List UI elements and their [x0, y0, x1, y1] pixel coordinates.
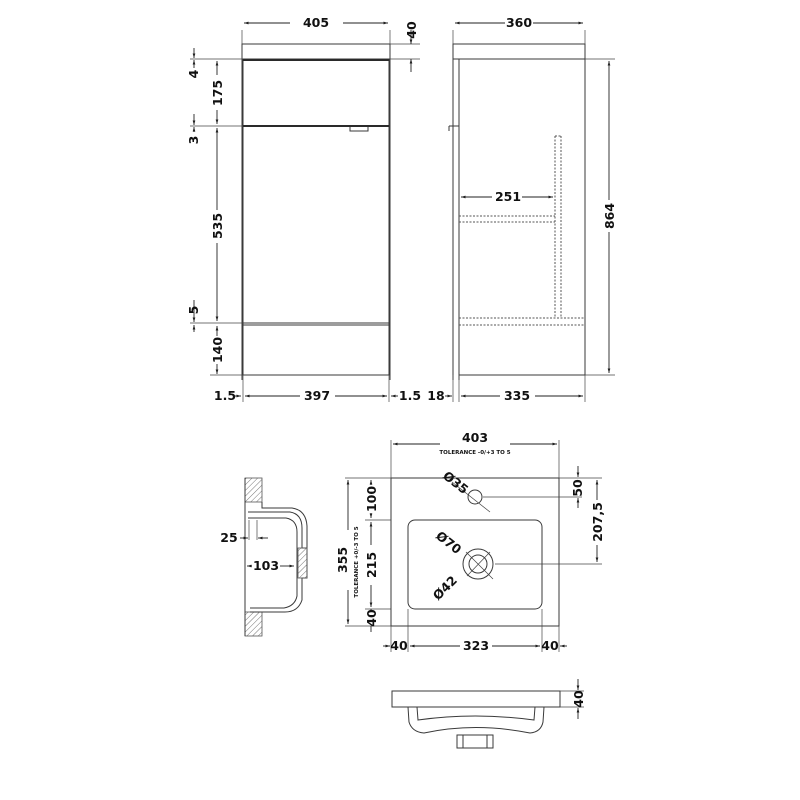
dim-gap-top: 4	[186, 69, 201, 78]
width-tolerance: TOLERANCE -0/+3 TO 5	[439, 450, 510, 456]
basin-plan: Ø35 Ø70 Ø42 403 TOLERANCE -0/+3 TO 5 50 …	[335, 430, 605, 653]
dim-basin-thickness: 40	[571, 690, 586, 708]
handle-icon	[349, 127, 369, 132]
basin-section: 25 103	[220, 477, 308, 637]
waste-outer-icon	[462, 548, 494, 580]
worktop	[241, 43, 391, 60]
basin-front: 40	[391, 679, 586, 749]
carcass	[242, 58, 390, 376]
dim-carcass-depth: 335	[504, 388, 530, 403]
side-carcass	[458, 58, 586, 376]
dim-basin-depth: 355	[335, 547, 350, 573]
waste-inner-icon	[468, 554, 488, 574]
dim-front-margin: 40	[364, 609, 379, 627]
dim-width-top: 405	[303, 15, 329, 30]
dim-total-height: 864	[602, 203, 617, 229]
side-handle-icon	[448, 125, 459, 131]
dim-worktop-thickness: 40	[404, 21, 419, 39]
dim-left-margin: 40	[390, 638, 408, 653]
dim-depth-top: 360	[506, 15, 532, 30]
dim-drawer-height: 175	[210, 80, 225, 106]
dim-right-margin: 40	[541, 638, 559, 653]
dim-bowl-depth: 215	[364, 552, 379, 578]
dim-waste-offset: 207,5	[590, 502, 605, 542]
dim-shelf-depth: 251	[495, 189, 521, 204]
dim-gap-bottom: 5	[186, 306, 201, 315]
dim-section-bowl-depth: 103	[253, 558, 279, 573]
waste-outlet	[456, 734, 494, 749]
side-view: 360 251 864 18 335	[427, 15, 617, 403]
dim-door-thickness: 18	[427, 388, 444, 403]
dim-inner-width: 397	[304, 388, 330, 403]
dim-plinth-height: 140	[210, 337, 225, 363]
dim-side-left: 1.5	[214, 388, 236, 403]
dim-waste-outer: Ø70	[433, 528, 465, 557]
tap-hole-icon	[467, 489, 483, 505]
dim-side-right: 1.5	[399, 388, 421, 403]
dim-rear-margin: 100	[364, 486, 379, 512]
dim-door-height: 535	[210, 213, 225, 239]
dim-waste-inner: Ø42	[430, 573, 460, 603]
dim-gap-mid: 3	[186, 136, 201, 145]
side-worktop	[452, 43, 586, 60]
dim-tap-offset: 50	[570, 479, 585, 497]
dim-basin-width: 403	[462, 430, 488, 445]
depth-tolerance: TOLERANCE +0/-3 TO 5	[354, 526, 360, 597]
dim-tap-hole: Ø35	[440, 468, 471, 497]
basin-outline	[390, 477, 560, 627]
basin-front-top	[391, 690, 561, 708]
front-view: 405 40 4 175 3 535 5 140 1.5	[186, 15, 421, 403]
dim-bowl-width: 323	[463, 638, 489, 653]
dim-section-lip: 25	[220, 530, 237, 545]
basin-bowl	[407, 519, 543, 610]
